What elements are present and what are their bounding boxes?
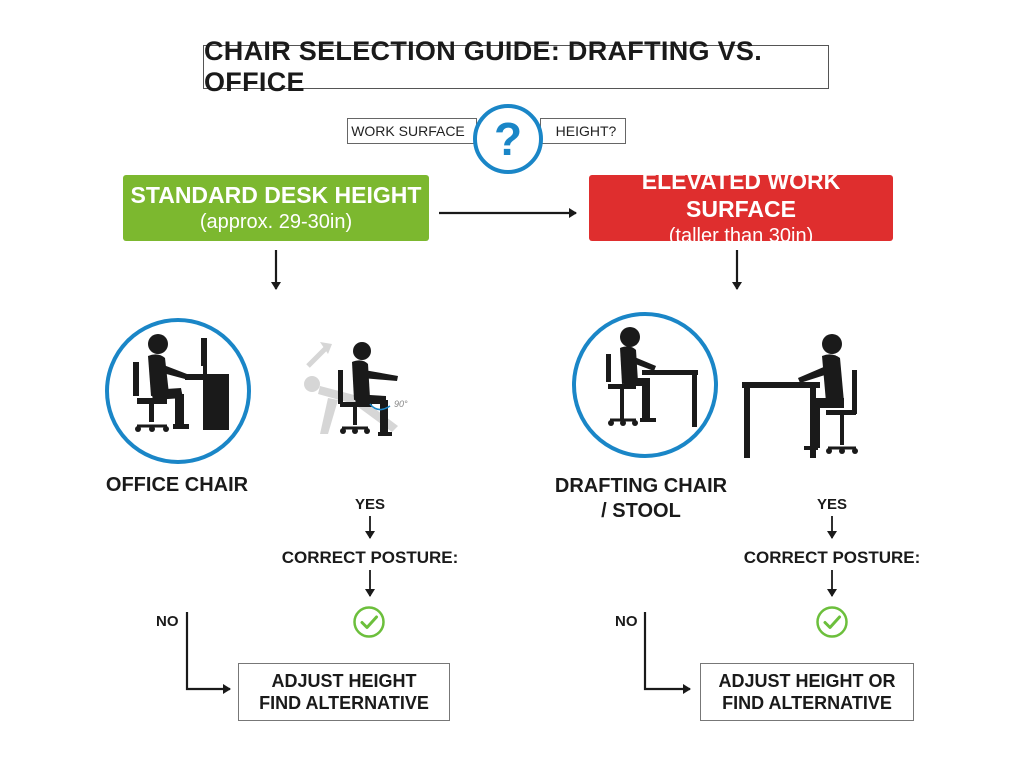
- drafting-posture-figure: [742, 334, 858, 458]
- adjust-right-line2: FIND ALTERNATIVE: [722, 693, 892, 713]
- drafting-chair-label: DRAFTING CHAIR / STOOL: [548, 474, 734, 524]
- check-icon-right: [816, 606, 848, 638]
- adjust-box-left: ADJUST HEIGHT FIND ALTERNATIVE: [238, 663, 450, 721]
- arrow-no-left: [185, 612, 231, 694]
- standard-desk-subtitle: (approx. 29-30in): [199, 211, 353, 233]
- drafting-chair-label-line1: DRAFTING CHAIR: [554, 475, 728, 497]
- elevated-surface-subtitle: (taller than 30in): [668, 225, 814, 247]
- angle-annotation: 90°: [394, 399, 408, 409]
- elevated-surface-box: ELEVATED WORK SURFACE (taller than 30in): [589, 168, 893, 247]
- adjust-left-line2: FIND ALTERNATIVE: [259, 693, 429, 713]
- adjust-right-line1: ADJUST HEIGHT OR: [718, 671, 896, 691]
- posture-label-right: CORRECT POSTURE:: [743, 548, 921, 567]
- check-icon-left: [353, 606, 385, 638]
- question-symbol: ?: [493, 113, 523, 165]
- drafting-chair-icon: [572, 312, 718, 458]
- adjust-left-line1: ADJUST HEIGHT: [271, 671, 417, 691]
- question-mark-icon: ?: [473, 104, 543, 174]
- yes-label-left: YES: [354, 496, 385, 513]
- drafting-chair-label-line2: / STOOL: [601, 500, 681, 522]
- elevated-surface-title: ELEVATED WORK SURFACE: [641, 168, 841, 222]
- no-label-left: NO: [156, 613, 179, 630]
- posture-label-left: CORRECT POSTURE:: [281, 548, 459, 567]
- office-chair-icon: [105, 318, 251, 464]
- standard-desk-title: STANDARD DESK HEIGHT: [130, 182, 422, 208]
- adjust-box-right: ADJUST HEIGHT OR FIND ALTERNATIVE: [700, 663, 914, 721]
- yes-label-right: YES: [816, 496, 847, 513]
- height-question-label: HEIGHT?: [540, 118, 626, 144]
- standard-desk-box: STANDARD DESK HEIGHT (approx. 29-30in): [123, 175, 429, 241]
- arrow-no-right: [643, 612, 691, 694]
- office-chair-label: OFFICE CHAIR: [105, 474, 249, 496]
- office-posture-figure: [304, 342, 398, 436]
- no-label-right: NO: [615, 613, 638, 630]
